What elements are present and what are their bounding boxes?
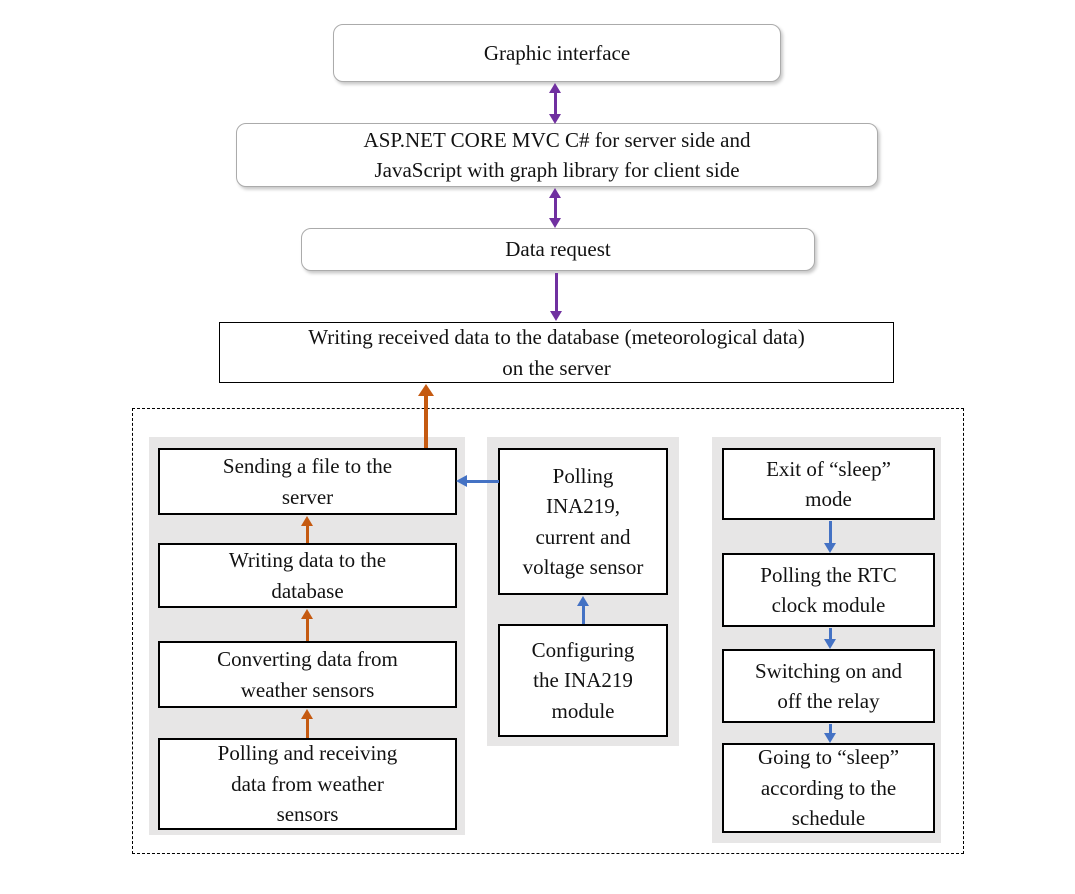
arrowhead-up-icon — [301, 516, 313, 526]
device-boundary-dashed-box — [132, 408, 964, 854]
arrowhead-down-icon — [549, 114, 561, 124]
arrow-writingdb-to-sending — [300, 516, 314, 543]
arrow-converting-to-writingdb — [300, 609, 314, 641]
arrow-pollingweather-to-converting — [300, 709, 314, 738]
arrow-shaft — [828, 724, 832, 735]
arrow-shaft — [828, 521, 832, 545]
arrow-shaft — [828, 628, 832, 641]
arrowhead-up-icon — [577, 596, 589, 606]
arrow-shaft — [553, 196, 557, 220]
arrowhead-down-icon — [824, 639, 836, 649]
arrowhead-down-icon — [550, 311, 562, 321]
arrow-rtc-to-relay — [823, 628, 837, 649]
arrow-shaft — [554, 273, 558, 313]
arrow-shaft — [423, 394, 429, 448]
arrowhead-down-icon — [824, 543, 836, 553]
arrow-graphic-aspnet-bidirectional — [548, 83, 562, 124]
node-graphic-interface: Graphic interface — [333, 24, 781, 82]
arrow-exitsleep-to-rtc — [823, 521, 837, 553]
arrow-configuring-to-pollingina — [576, 596, 590, 624]
node-writing-received-data: Writing received data to the database (m… — [219, 322, 894, 383]
arrow-shaft — [305, 717, 309, 738]
arrowhead-up-icon — [301, 609, 313, 619]
arrow-relay-to-goingsleep — [823, 724, 837, 743]
arrowhead-left-icon — [456, 475, 467, 487]
arrowhead-up-icon — [549, 188, 561, 198]
arrowhead-up-icon — [418, 384, 434, 396]
arrow-shaft — [581, 604, 585, 624]
arrow-sending-to-writingreceived — [418, 384, 434, 448]
arrow-shaft — [553, 91, 557, 116]
arrowhead-up-icon — [549, 83, 561, 93]
arrow-aspnet-datarequest-bidirectional — [548, 188, 562, 228]
arrowhead-down-icon — [824, 733, 836, 743]
arrow-datarequest-to-writing — [549, 273, 563, 321]
arrowhead-down-icon — [549, 218, 561, 228]
arrowhead-up-icon — [301, 709, 313, 719]
node-exit-sleep-mode: Exit of “sleep”mode — [722, 448, 935, 520]
arrow-shaft — [305, 524, 309, 543]
node-data-request: Data request — [301, 228, 815, 271]
arrow-shaft — [305, 617, 309, 641]
arrow-shaft — [464, 479, 499, 483]
arrow-pollingina-to-sending — [456, 474, 499, 488]
